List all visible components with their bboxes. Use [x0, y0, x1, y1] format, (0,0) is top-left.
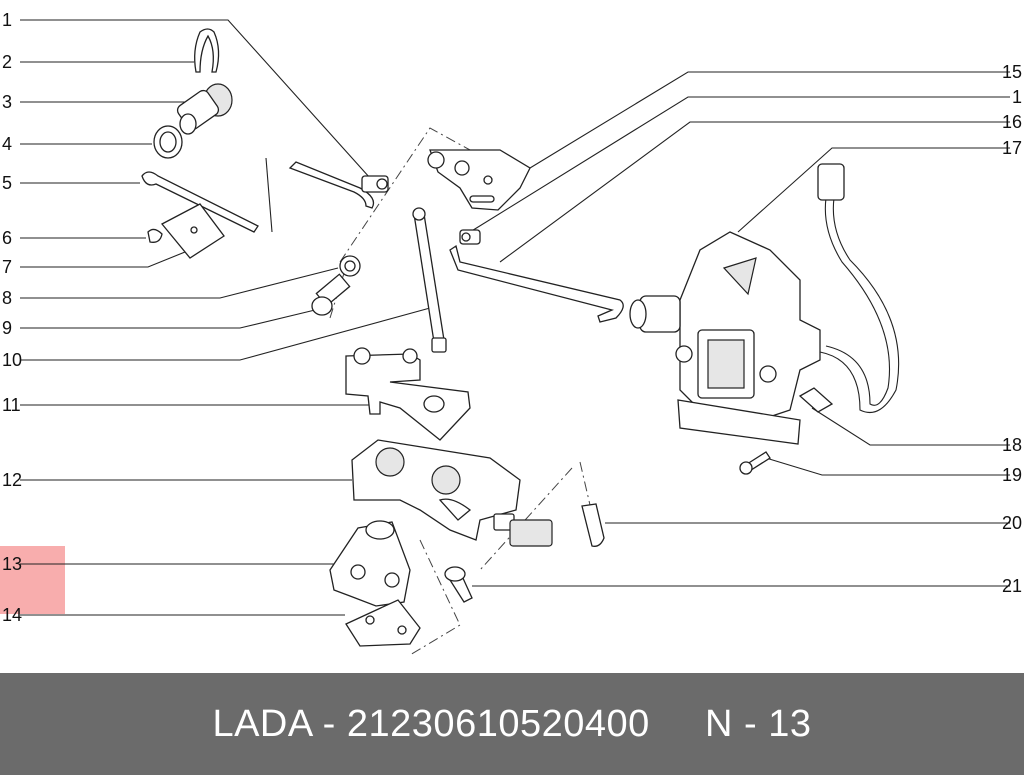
- callout-20: 20: [1002, 513, 1022, 533]
- callout-18: 18: [1002, 435, 1022, 455]
- part-1-clip-right: [459, 229, 481, 245]
- part-19-screw: [739, 451, 771, 475]
- part-number-caption: LADA - 21230610520400 N - 13: [212, 702, 812, 745]
- callout-12: 12: [2, 470, 22, 490]
- leader-lines: [20, 19, 1010, 616]
- footer-bar: LADA - 21230610520400 N - 13: [0, 673, 1024, 775]
- part-4-washer: [153, 125, 183, 159]
- callout-9: 9: [2, 318, 12, 338]
- part-1-clip-left: [361, 175, 389, 193]
- part-20-bolt: [581, 503, 605, 547]
- callout-17: 17: [1002, 138, 1022, 158]
- part-17-actuator: [629, 163, 900, 445]
- callout-11: 11: [2, 395, 21, 415]
- callout-1-right: 1: [1012, 87, 1022, 107]
- part-15-bracket: [427, 149, 531, 211]
- part-6-spring-clip: [147, 228, 163, 243]
- callout-3: 3: [2, 92, 12, 112]
- part-21-screw: [444, 566, 473, 603]
- callout-labels: 1 2 3 4 5 6 7 8 9 10 11 12 13 14 15 1 16…: [2, 10, 1022, 625]
- part-10-link-rod: [412, 207, 447, 353]
- callout-1-left: 1: [2, 10, 12, 30]
- part-3-bushing: [176, 83, 233, 135]
- part-9-bolt: [311, 273, 351, 316]
- callout-2: 2: [2, 52, 12, 72]
- part-12-lock-body: [351, 439, 553, 547]
- callout-16: 16: [1002, 112, 1022, 132]
- callout-8: 8: [2, 288, 12, 308]
- part-8-lock-washer: [339, 255, 361, 277]
- callout-21: 21: [1002, 576, 1022, 596]
- callout-14: 14: [2, 605, 22, 625]
- part-13-striker: [329, 520, 411, 607]
- callout-15: 15: [1002, 62, 1022, 82]
- callout-7: 7: [2, 257, 12, 277]
- callout-6: 6: [2, 228, 12, 248]
- callout-10: 10: [2, 350, 22, 370]
- part-14-plate: [345, 599, 421, 647]
- part-18-bracket: [798, 387, 834, 413]
- callout-4: 4: [2, 134, 12, 154]
- part-16-rod: [449, 244, 624, 323]
- callout-5: 5: [2, 173, 12, 193]
- highlight-callout-13: [0, 546, 65, 614]
- part-11-latch-lever: [345, 347, 471, 441]
- callout-19: 19: [1002, 465, 1022, 485]
- exploded-parts-diagram: 1 2 3 4 5 6 7 8 9 10 11 12 13 14 15 1 16…: [2, 10, 1022, 656]
- callout-13: 13: [2, 554, 22, 574]
- part-2-clip: [194, 28, 220, 73]
- part-7-pad: [160, 203, 225, 259]
